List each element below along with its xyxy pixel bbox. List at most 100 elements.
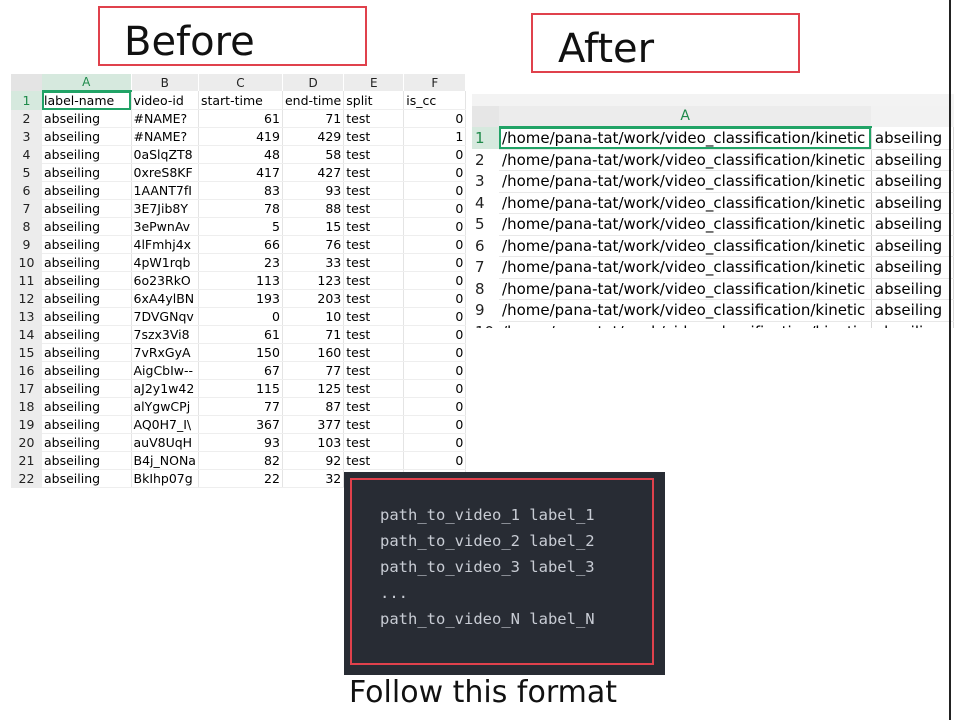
sheet-cell[interactable]: 48 <box>198 145 283 164</box>
sheet-cell[interactable]: test <box>343 397 405 416</box>
sheet-cell[interactable]: 3E7Jib8Y <box>131 199 199 218</box>
sheet-cell[interactable]: 0 <box>403 325 467 344</box>
sheet-cell[interactable]: abseiling <box>42 343 132 362</box>
sheet-cell[interactable]: 0 <box>403 451 467 470</box>
sheet-cell[interactable]: abseiling <box>42 199 132 218</box>
sheet-cell[interactable]: AigCbIw-- <box>131 361 199 380</box>
sheet-cell[interactable]: 4pW1rqb <box>131 253 199 272</box>
row-header[interactable]: 7 <box>472 256 500 278</box>
row-header[interactable]: 4 <box>11 145 42 164</box>
sheet-cell[interactable]: 67 <box>198 361 283 380</box>
sheet-cell[interactable]: abseiling <box>42 235 132 254</box>
sheet-cell[interactable]: 77 <box>198 397 283 416</box>
row-header[interactable]: 16 <box>11 361 42 380</box>
row-header[interactable]: 6 <box>11 181 42 200</box>
row-header[interactable]: 19 <box>11 415 42 434</box>
sheet-cell[interactable]: abseiling <box>42 325 132 344</box>
sheet-cell[interactable]: 123 <box>282 271 345 290</box>
sheet-cell[interactable]: 103 <box>282 433 345 452</box>
sheet-cell[interactable]: test <box>343 271 405 290</box>
sheet-cell[interactable]: abseiling <box>42 307 132 326</box>
sheet-cell[interactable]: test <box>343 199 405 218</box>
sheet-cell[interactable]: 4lFmhj4x <box>131 235 199 254</box>
row-header[interactable]: 3 <box>472 170 500 192</box>
sheet-cell[interactable]: 0aSlqZT8 <box>131 145 199 164</box>
sheet-cell[interactable]: test <box>343 433 405 452</box>
sheet-cell[interactable]: 5 <box>198 217 283 236</box>
sheet-cell[interactable]: /home/pana-tat/work/video_classification… <box>499 149 872 171</box>
row-header[interactable]: 12 <box>11 289 42 308</box>
sheet-cell[interactable]: 6o23RkO <box>131 271 199 290</box>
row-header[interactable]: 10 <box>472 321 500 328</box>
column-header-e[interactable]: E <box>343 74 405 91</box>
row-header[interactable]: 14 <box>11 325 42 344</box>
sheet-cell[interactable]: 0 <box>403 217 467 236</box>
sheet-cell[interactable]: 77 <box>282 361 345 380</box>
sheet-cell[interactable]: /home/pana-tat/work/video_classification… <box>499 321 872 328</box>
column-header-a[interactable]: A <box>499 106 872 128</box>
sheet-cell[interactable]: test <box>343 307 405 326</box>
row-header[interactable]: 8 <box>11 217 42 236</box>
sheet-cell[interactable]: 0 <box>403 163 467 182</box>
sheet-cell[interactable]: abseiling <box>42 289 132 308</box>
sheet-cell[interactable]: test <box>343 451 405 470</box>
row-header[interactable]: 2 <box>11 109 42 128</box>
column-header-f[interactable]: F <box>403 74 467 91</box>
sheet-cell[interactable]: /home/pana-tat/work/video_classification… <box>499 299 872 322</box>
sheet-cell[interactable]: test <box>343 235 405 254</box>
sheet-cell[interactable]: abseiling <box>42 415 132 434</box>
sheet-cell[interactable]: 7vRxGyA <box>131 343 199 362</box>
row-header[interactable]: 4 <box>472 192 500 214</box>
sheet-cell[interactable]: abseiling <box>42 145 132 164</box>
sheet-cell[interactable]: 0 <box>403 433 467 452</box>
sheet-cell[interactable]: 61 <box>198 325 283 344</box>
sheet-cell[interactable]: /home/pana-tat/work/video_classification… <box>499 278 872 300</box>
sheet-cell[interactable]: /home/pana-tat/work/video_classification… <box>499 192 872 214</box>
column-header-b[interactable]: B <box>131 74 199 91</box>
sheet-cell[interactable]: BkIhp07g <box>131 469 199 488</box>
sheet-cell[interactable]: 3ePwnAv <box>131 217 199 236</box>
sheet-cell[interactable]: 0 <box>403 199 467 218</box>
row-header[interactable]: 6 <box>472 235 500 257</box>
sheet-cell[interactable]: test <box>343 325 405 344</box>
sheet-cell[interactable]: test <box>343 361 405 380</box>
sheet-cell[interactable]: 0 <box>403 181 467 200</box>
sheet-cell[interactable]: test <box>343 379 405 398</box>
sheet-cell[interactable]: abseiling <box>871 127 954 150</box>
sheet-cell[interactable]: test <box>343 181 405 200</box>
row-header[interactable]: 10 <box>11 253 42 272</box>
sheet-cell[interactable]: 88 <box>282 199 345 218</box>
row-header[interactable]: 15 <box>11 343 42 362</box>
sheet-cell[interactable]: /home/pana-tat/work/video_classification… <box>499 256 872 279</box>
sheet-cell[interactable]: abseiling <box>42 253 132 272</box>
row-header[interactable]: 18 <box>11 397 42 416</box>
after-spreadsheet[interactable]: A 1/home/pana-tat/work/video_classificat… <box>472 94 954 328</box>
select-all-corner[interactable] <box>11 74 42 91</box>
sheet-cell[interactable]: 377 <box>282 415 345 434</box>
sheet-cell[interactable]: AQ0H7_I\ <box>131 415 199 434</box>
sheet-cell[interactable]: 93 <box>198 433 283 452</box>
sheet-cell[interactable]: 32 <box>282 469 345 488</box>
row-header[interactable]: 2 <box>472 149 500 171</box>
sheet-cell[interactable]: 15 <box>282 217 345 236</box>
sheet-cell[interactable]: video-id <box>131 91 199 110</box>
sheet-cell[interactable]: 203 <box>282 289 345 308</box>
sheet-cell[interactable]: abseiling <box>871 192 954 214</box>
sheet-cell[interactable]: abseiling <box>42 397 132 416</box>
row-header[interactable]: 20 <box>11 433 42 452</box>
sheet-cell[interactable]: abseiling <box>42 469 132 488</box>
row-header[interactable]: 17 <box>11 379 42 398</box>
sheet-cell[interactable]: 0 <box>403 253 467 272</box>
sheet-cell[interactable]: end-time <box>282 91 345 110</box>
column-header-b[interactable] <box>871 106 954 127</box>
sheet-cell[interactable]: 71 <box>282 109 345 128</box>
sheet-cell[interactable]: 0 <box>403 361 467 380</box>
sheet-cell[interactable]: /home/pana-tat/work/video_classification… <box>499 213 872 236</box>
sheet-cell[interactable]: auV8UqH <box>131 433 199 452</box>
sheet-cell[interactable]: abseiling <box>871 170 954 193</box>
sheet-cell[interactable]: abseiling <box>871 213 954 236</box>
sheet-cell[interactable]: test <box>343 109 405 128</box>
sheet-cell[interactable]: 82 <box>198 451 283 470</box>
sheet-cell[interactable]: abseiling <box>42 217 132 236</box>
